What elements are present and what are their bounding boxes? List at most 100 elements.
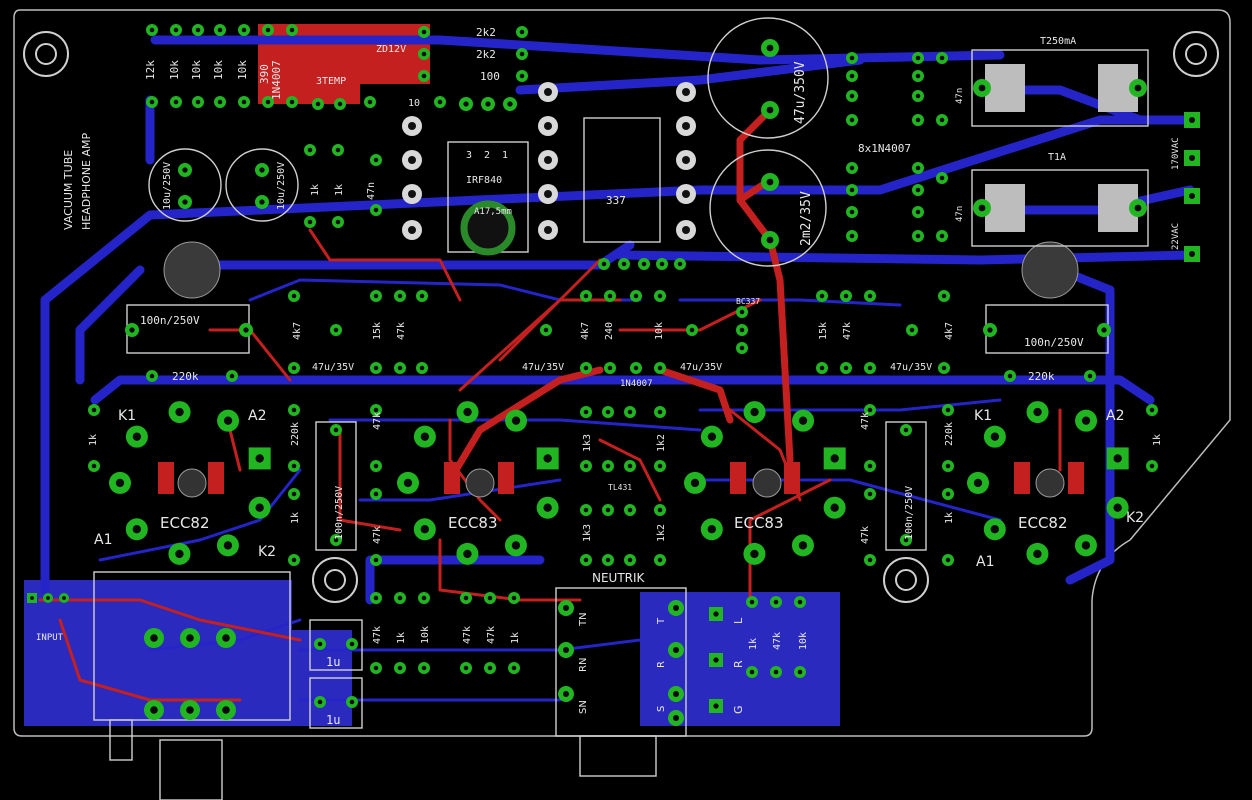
pad-hole xyxy=(397,665,403,671)
pad-hole xyxy=(511,416,521,425)
pad-hole xyxy=(420,432,430,441)
input-jack-outline xyxy=(93,571,291,721)
label-ecc83-midright: ECC83 xyxy=(734,514,784,532)
label-irf840: IRF840 xyxy=(466,175,502,186)
pad-hole xyxy=(485,101,491,107)
heatsink-pad-hole xyxy=(408,190,416,198)
pad-hole xyxy=(175,407,184,417)
pad-hole xyxy=(543,454,552,463)
pad-hole xyxy=(941,365,947,371)
pad-hole xyxy=(583,293,589,299)
pad-hole xyxy=(333,327,339,333)
pad-hole xyxy=(659,261,665,267)
heatsink-pad-hole xyxy=(544,226,552,234)
label-mosfet-pin1: 1 xyxy=(502,150,508,161)
label-ecc82-left: ECC82 xyxy=(160,514,210,532)
silkscreen-labels: VACUUM TUBE HEADPHONE AMP 12k 10k 10k 10… xyxy=(36,26,1181,727)
pad-hole xyxy=(373,463,379,469)
pad-hole xyxy=(867,557,873,563)
pad-hole xyxy=(173,99,179,105)
pad-hole xyxy=(830,454,839,463)
pads xyxy=(27,24,1200,726)
pad-hole xyxy=(1101,327,1107,333)
pad-hole xyxy=(633,365,639,371)
label-2k2-b: 2k2 xyxy=(476,48,496,61)
pad-hole xyxy=(562,604,570,612)
pad-hole xyxy=(421,73,427,79)
pad-hole xyxy=(241,27,247,33)
pad-hole xyxy=(419,365,425,371)
pad-hole xyxy=(373,595,379,601)
pad-hole xyxy=(939,55,945,61)
bottom-traces xyxy=(40,35,1195,605)
label-mosfet-pin2: 2 xyxy=(484,150,490,161)
pad-hole xyxy=(420,525,429,534)
pad-hole xyxy=(867,293,873,299)
pad-hole xyxy=(419,293,425,299)
pad-hole xyxy=(657,557,663,563)
label-r10-top: 10 xyxy=(408,98,420,109)
pad-hole xyxy=(349,641,355,647)
label-2k2-a: 2k2 xyxy=(476,26,496,39)
label-t1a: T1A xyxy=(1048,152,1066,163)
pad-hole xyxy=(627,409,633,415)
label-1u-a: 1u xyxy=(326,655,340,669)
label-15k-a: 15k xyxy=(372,322,383,340)
pad-hole xyxy=(317,699,323,705)
label-47n: 47n xyxy=(366,182,377,200)
pad-hole xyxy=(507,101,513,107)
label-100: 100 xyxy=(480,70,500,83)
pad-hole xyxy=(627,557,633,563)
label-jack-s: S xyxy=(656,706,667,712)
pad-hole xyxy=(511,541,521,550)
pad-hole xyxy=(657,409,663,415)
label-220k-v-right: 220k xyxy=(944,422,955,446)
pad-hole xyxy=(849,55,855,61)
heatsink-pad-hole xyxy=(408,122,416,130)
label-jack-sn: SN xyxy=(578,700,589,714)
label-1k3-b: 1k3 xyxy=(582,524,593,542)
label-bottom-r4: 47k xyxy=(462,626,473,644)
label-neutrik: NEUTRIK xyxy=(592,571,646,585)
label-out-r: R xyxy=(732,660,745,668)
label-4k7-b: 4k7 xyxy=(580,322,591,340)
pad-hole xyxy=(223,541,233,550)
label-1k-far-left: 1k xyxy=(88,434,99,446)
label-47n-a: 47n xyxy=(955,88,965,104)
label-1k3-a: 1k3 xyxy=(582,434,593,452)
pad-hole xyxy=(903,537,909,543)
pad-hole xyxy=(849,187,855,193)
pad-hole xyxy=(195,99,201,105)
pad-hole xyxy=(373,365,379,371)
pad-hole xyxy=(973,478,983,488)
label-220k-left: 220k xyxy=(172,370,199,383)
pad-hole xyxy=(1188,154,1196,162)
pad-hole xyxy=(689,327,695,333)
pad-hole xyxy=(519,73,525,79)
pad-hole xyxy=(91,407,97,413)
label-bottom-r6: 1k xyxy=(510,632,521,644)
label-bottom-r2: 1k xyxy=(396,632,407,644)
pad-hole xyxy=(403,478,413,488)
label-t250ma: T250mA xyxy=(1040,36,1076,47)
pad-hole xyxy=(543,503,552,512)
fuse-holders xyxy=(971,49,1149,247)
led-pads xyxy=(158,462,1084,494)
label-r10k-4: 10k xyxy=(236,60,249,80)
pad-hole xyxy=(243,327,249,333)
pad-hole xyxy=(1081,416,1091,425)
pad-hole xyxy=(605,409,611,415)
pad-hole xyxy=(945,491,951,497)
label-100n-v-right: 100n/250V xyxy=(904,486,915,540)
label-220k-v-left: 220k xyxy=(290,422,301,446)
pad-hole xyxy=(132,525,141,534)
pad-hole xyxy=(463,665,469,671)
pad-hole xyxy=(291,407,297,413)
label-8x1n4007: 8x1N4007 xyxy=(858,142,911,155)
top-power-traces xyxy=(446,106,794,484)
pad-hole xyxy=(766,178,774,186)
pad-hole xyxy=(307,219,313,225)
label-100n-right: 100n/250V xyxy=(1024,336,1084,349)
pad-hole xyxy=(1113,454,1122,463)
